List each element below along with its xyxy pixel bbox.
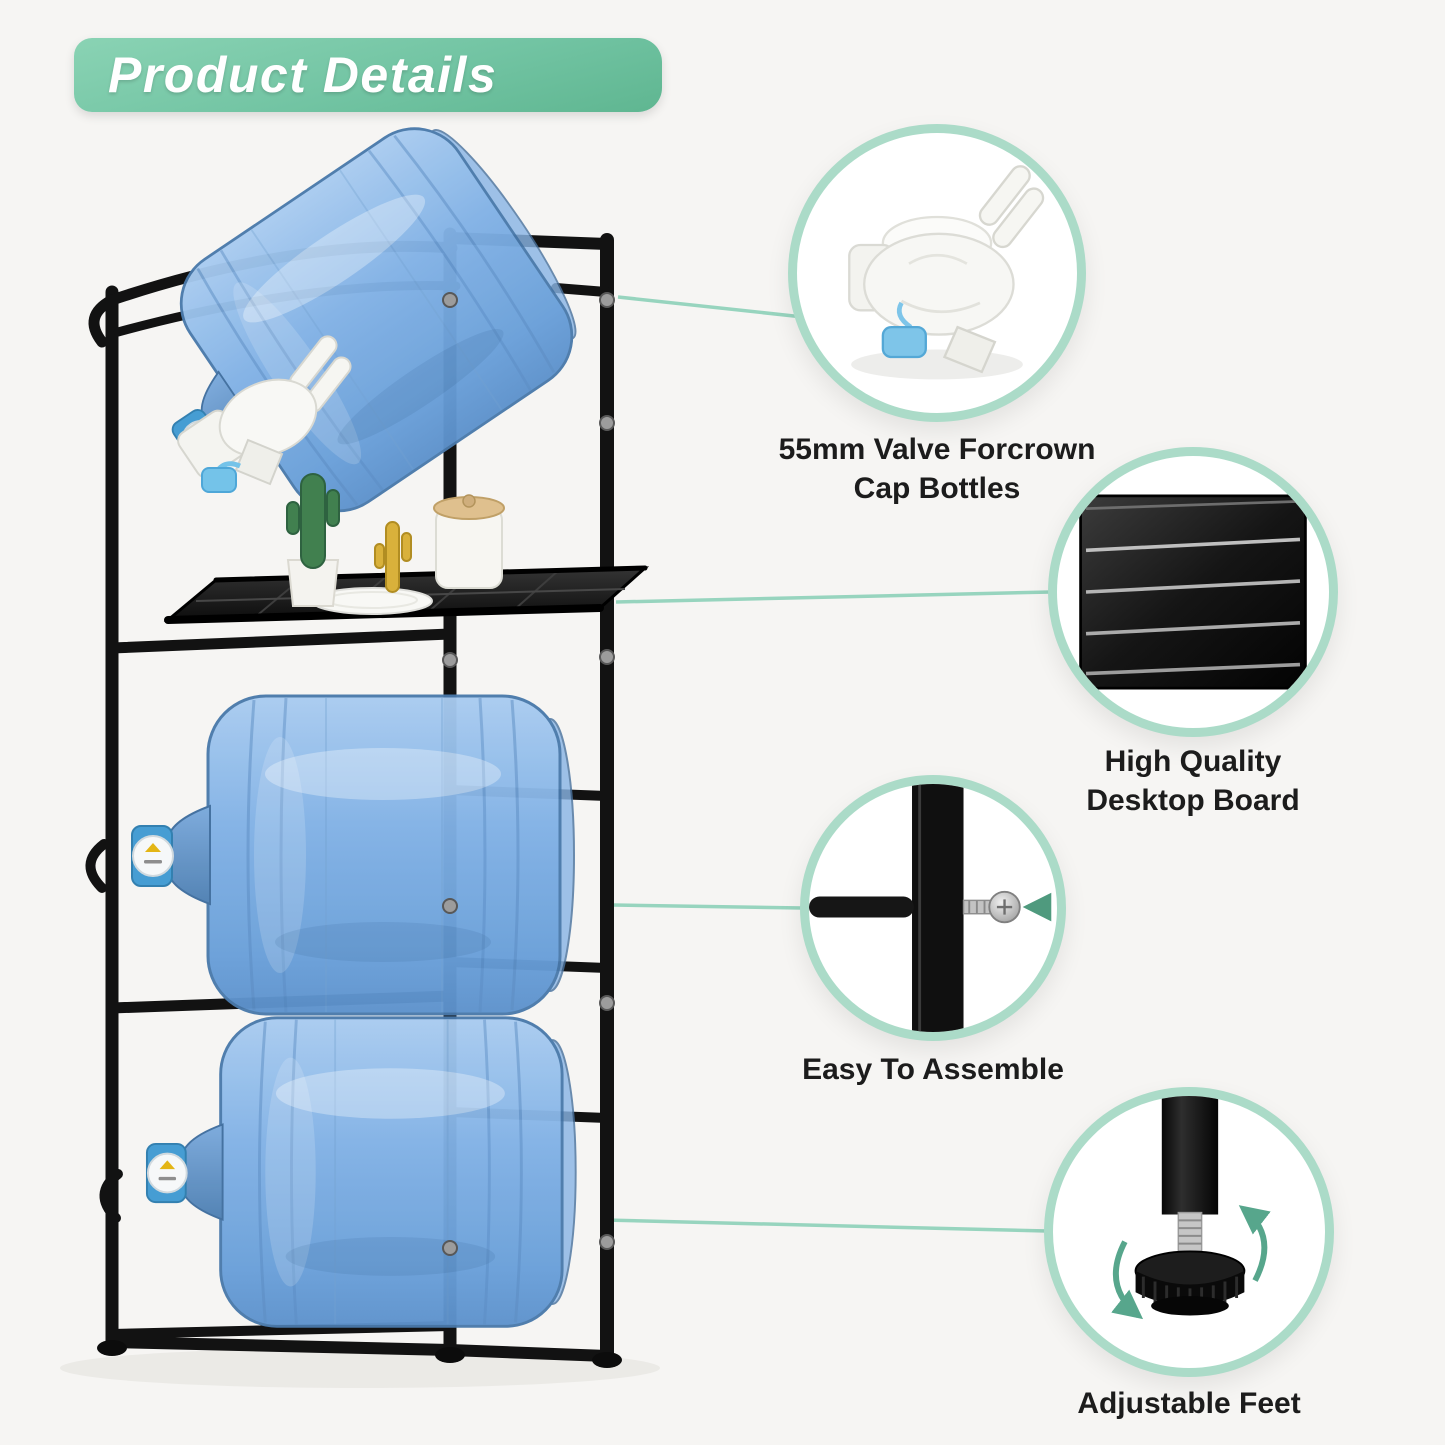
callout-label-assemble: Easy To Assemble xyxy=(802,1053,1064,1086)
cradle-hook-top xyxy=(88,294,118,348)
callout-circle-valve xyxy=(788,124,1086,422)
connector-line-board xyxy=(615,590,1052,604)
assembly-screw xyxy=(962,890,1021,924)
product-details-banner: Product Details xyxy=(74,38,662,112)
shelf-decor xyxy=(286,473,505,615)
screw-icon xyxy=(809,784,1052,1032)
valve-icon xyxy=(848,165,1045,380)
banner-title: Product Details xyxy=(108,47,498,103)
callout-label-valve: 55mm Valve Forcrown Cap Bottles xyxy=(778,433,1096,505)
rotate-arrow-right-icon xyxy=(1238,1205,1271,1282)
connector-line-screw xyxy=(612,903,804,910)
callout-label-feet: Adjustable Feet xyxy=(1077,1387,1301,1420)
callout-circle-desktop-board xyxy=(1048,447,1338,737)
callout-connector-lines xyxy=(603,295,1052,1233)
callout-circle-feet xyxy=(1044,1087,1334,1377)
rack-front-details xyxy=(85,292,622,1368)
dispenser-valve xyxy=(177,335,352,493)
middle-water-bottle xyxy=(130,694,576,1016)
callout-circle-assemble xyxy=(800,775,1066,1041)
connector-line-valve xyxy=(617,295,804,319)
canister xyxy=(433,494,505,589)
cradle-hook-middle xyxy=(85,839,109,893)
cradle-hook-bottom xyxy=(99,1169,123,1223)
rack-feet xyxy=(97,1340,622,1368)
rotate-arrow-left-icon xyxy=(1111,1240,1144,1320)
gold-cactus-figurine xyxy=(374,521,412,593)
callout-label-desktop-board: High Quality Desktop Board xyxy=(1086,745,1300,817)
cactus-plant xyxy=(286,473,340,569)
adjustable-foot-icon xyxy=(1111,1096,1271,1320)
bottom-water-bottle xyxy=(145,1016,578,1328)
top-water-bottle xyxy=(101,99,605,573)
desktop-board-icon xyxy=(1079,494,1307,690)
bolt-heads xyxy=(442,292,615,1256)
connector-line-foot xyxy=(603,1218,1048,1233)
